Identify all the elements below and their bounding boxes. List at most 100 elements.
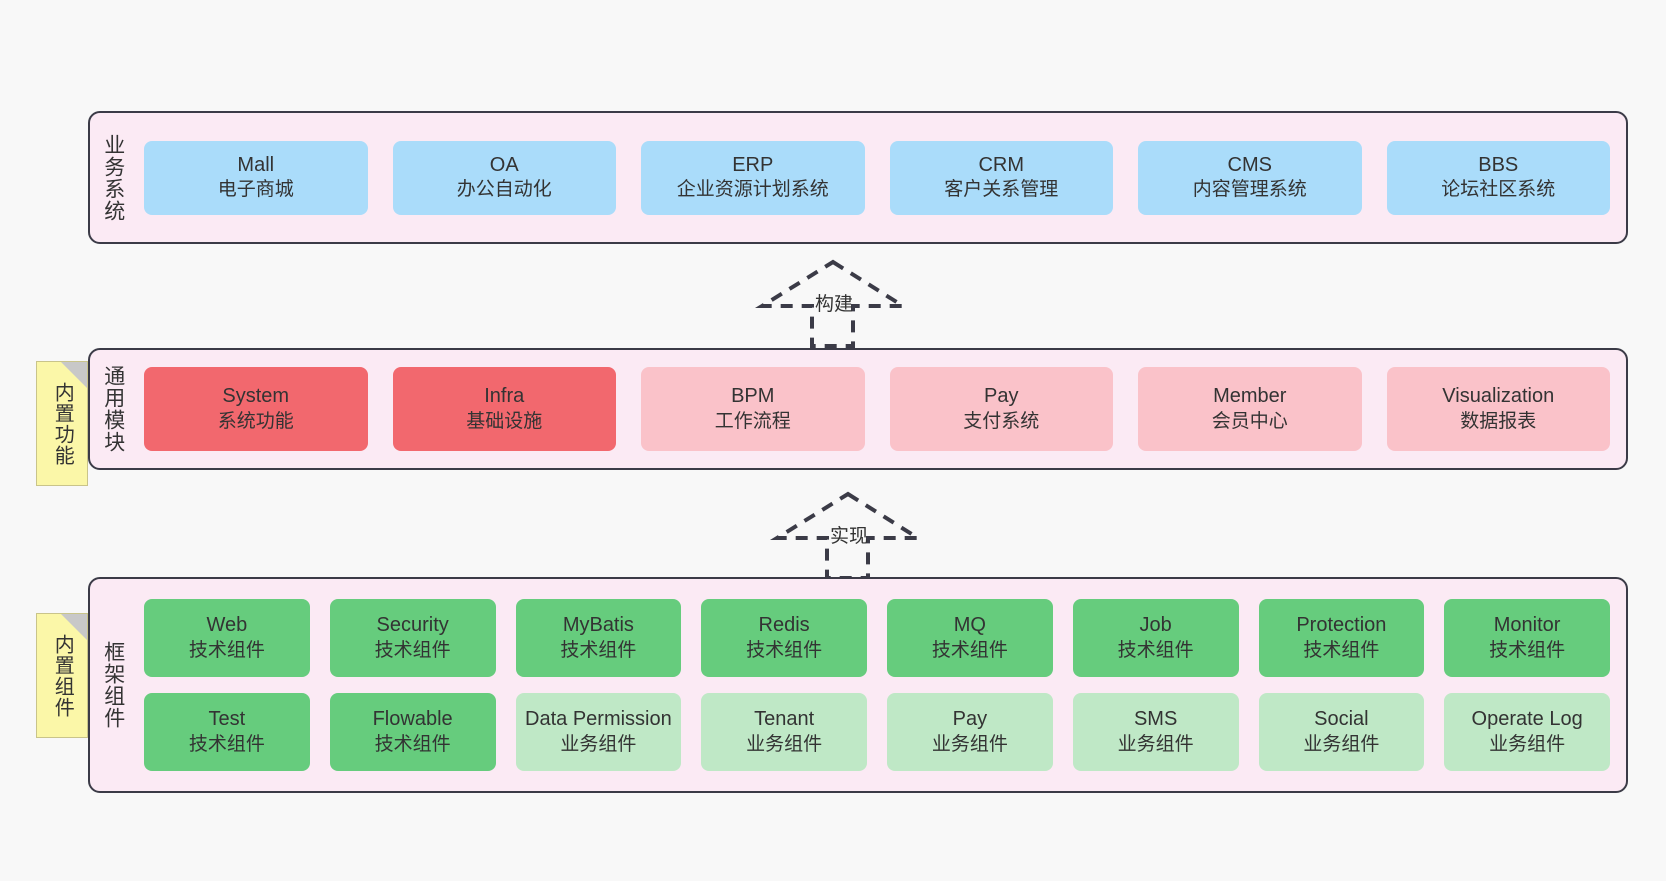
box-job[interactable]: Job 技术组件: [1072, 599, 1239, 677]
box-subtitle: 技术组件: [374, 733, 451, 755]
layer-business-system: 业务系统 Mall 电子商城 OA 办公自动化 ERP 企业资源计划系统 CRM…: [88, 111, 1628, 244]
connector-label-implement: 实现: [830, 526, 869, 547]
box-title: Data Permission: [525, 708, 672, 731]
box-erp[interactable]: ERP 企业资源计划系统: [641, 140, 865, 215]
box-subtitle: 系统功能: [217, 410, 294, 432]
box-bpm[interactable]: BPM 工作流程: [641, 367, 865, 451]
box-system[interactable]: System 系统功能: [144, 367, 368, 451]
box-security[interactable]: Security 技术组件: [329, 599, 496, 677]
box-subtitle: 办公自动化: [456, 179, 552, 201]
layer-body-business-system: Mall 电子商城 OA 办公自动化 ERP 企业资源计划系统 CRM 客户关系…: [136, 113, 1626, 242]
box-title: OA: [489, 153, 519, 176]
box-cms[interactable]: CMS 内容管理系统: [1138, 140, 1362, 215]
note-builtin-function: 内置功能: [36, 361, 88, 486]
box-title: Member: [1213, 385, 1287, 408]
box-visualization[interactable]: Visualization 数据报表: [1386, 367, 1610, 451]
box-oa[interactable]: OA 办公自动化: [392, 140, 616, 215]
box-monitor[interactable]: Monitor 技术组件: [1444, 599, 1610, 677]
box-subtitle: 技术组件: [931, 639, 1008, 661]
box-sms[interactable]: SMS 业务组件: [1072, 693, 1239, 771]
box-title: BBS: [1478, 153, 1519, 176]
box-title: Test: [208, 708, 246, 731]
box-infra[interactable]: Infra 基础设施: [392, 367, 616, 451]
box-subtitle: 论坛社区系统: [1441, 179, 1556, 201]
box-title: Tenant: [754, 708, 815, 731]
box-subtitle: 业务组件: [746, 733, 823, 755]
box-subtitle: 业务组件: [1303, 733, 1380, 755]
box-pay-component[interactable]: Pay 业务组件: [887, 693, 1053, 771]
box-title: MyBatis: [562, 614, 634, 637]
box-subtitle: 业务组件: [560, 733, 637, 755]
box-subtitle: 支付系统: [963, 410, 1040, 432]
box-title: Mall: [237, 153, 275, 176]
layer-framework-component: 框架组件 Web 技术组件 Security 技术组件 MyBatis 技术组件…: [88, 577, 1628, 793]
box-subtitle: 技术组件: [560, 639, 637, 661]
box-title: Protection: [1296, 614, 1387, 637]
box-mybatis[interactable]: MyBatis 技术组件: [515, 599, 682, 677]
box-social[interactable]: Social 业务组件: [1258, 693, 1425, 771]
row-business-systems: Mall 电子商城 OA 办公自动化 ERP 企业资源计划系统 CRM 客户关系…: [144, 140, 1610, 215]
box-subtitle: 企业资源计划系统: [676, 179, 829, 201]
box-subtitle: 电子商城: [217, 179, 294, 201]
note-fold-corner-icon: [61, 362, 87, 388]
note-fold-corner-icon: [61, 614, 87, 640]
connector-label-build: 构建: [815, 294, 854, 315]
box-data-permission[interactable]: Data Permission 业务组件: [515, 693, 682, 771]
box-title: Visualization: [1442, 385, 1555, 408]
box-flowable[interactable]: Flowable 技术组件: [329, 693, 496, 771]
box-title: SMS: [1133, 708, 1178, 731]
box-subtitle: 技术组件: [746, 639, 823, 661]
box-title: Pay: [984, 385, 1019, 408]
box-pay-module[interactable]: Pay 支付系统: [889, 367, 1113, 451]
note-builtin-component: 内置组件: [36, 613, 88, 738]
box-title: System: [222, 385, 290, 408]
box-tenant[interactable]: Tenant 业务组件: [701, 693, 867, 771]
box-bbs[interactable]: BBS 论坛社区系统: [1386, 140, 1610, 215]
box-title: ERP: [732, 153, 774, 176]
box-subtitle: 数据报表: [1460, 410, 1537, 432]
box-subtitle: 技术组件: [1489, 639, 1566, 661]
box-subtitle: 技术组件: [1117, 639, 1194, 661]
box-subtitle: 内容管理系统: [1192, 179, 1307, 201]
box-title: Flowable: [372, 708, 453, 731]
row-tech-components: Web 技术组件 Security 技术组件 MyBatis 技术组件 Redi…: [144, 599, 1610, 677]
box-operate-log[interactable]: Operate Log 业务组件: [1444, 693, 1610, 771]
box-test[interactable]: Test 技术组件: [144, 693, 310, 771]
box-title: BPM: [731, 385, 775, 408]
box-mq[interactable]: MQ 技术组件: [887, 599, 1053, 677]
box-mall[interactable]: Mall 电子商城: [144, 140, 368, 215]
box-title: Social: [1314, 708, 1369, 731]
box-subtitle: 基础设施: [466, 410, 543, 432]
box-title: Job: [1139, 614, 1172, 637]
box-title: Infra: [484, 385, 525, 408]
box-subtitle: 技术组件: [374, 639, 451, 661]
layer-title-business-system: 业务系统: [101, 133, 125, 222]
connector-implement: 实现: [769, 490, 925, 582]
box-title: Redis: [758, 614, 810, 637]
layer-title-common-module: 通用模块: [101, 365, 125, 453]
box-title: Monitor: [1493, 614, 1561, 637]
note-label: 内置组件: [51, 633, 74, 718]
box-subtitle: 技术组件: [188, 639, 265, 661]
box-subtitle: 技术组件: [1303, 639, 1380, 661]
connector-build: 构建: [754, 258, 910, 350]
box-member[interactable]: Member 会员中心: [1138, 367, 1362, 451]
box-web[interactable]: Web 技术组件: [144, 599, 310, 677]
box-title: Web: [206, 614, 248, 637]
box-protection[interactable]: Protection 技术组件: [1258, 599, 1425, 677]
box-subtitle: 业务组件: [931, 733, 1008, 755]
box-subtitle: 工作流程: [714, 410, 791, 432]
box-title: CMS: [1227, 153, 1272, 176]
box-crm[interactable]: CRM 客户关系管理: [889, 140, 1113, 215]
layer-common-module: 通用模块 System 系统功能 Infra 基础设施 BPM 工作流程 Pay…: [88, 348, 1628, 470]
layer-body-framework-component: Web 技术组件 Security 技术组件 MyBatis 技术组件 Redi…: [136, 579, 1626, 791]
generalization-arrow-icon: [754, 259, 910, 348]
row-common-modules: System 系统功能 Infra 基础设施 BPM 工作流程 Pay 支付系统…: [144, 367, 1610, 451]
box-title: Operate Log: [1471, 708, 1583, 731]
layer-title-framework-component: 框架组件: [101, 641, 125, 729]
box-redis[interactable]: Redis 技术组件: [701, 599, 867, 677]
box-title: Security: [376, 614, 449, 637]
box-subtitle: 会员中心: [1211, 410, 1288, 432]
box-subtitle: 业务组件: [1489, 733, 1566, 755]
